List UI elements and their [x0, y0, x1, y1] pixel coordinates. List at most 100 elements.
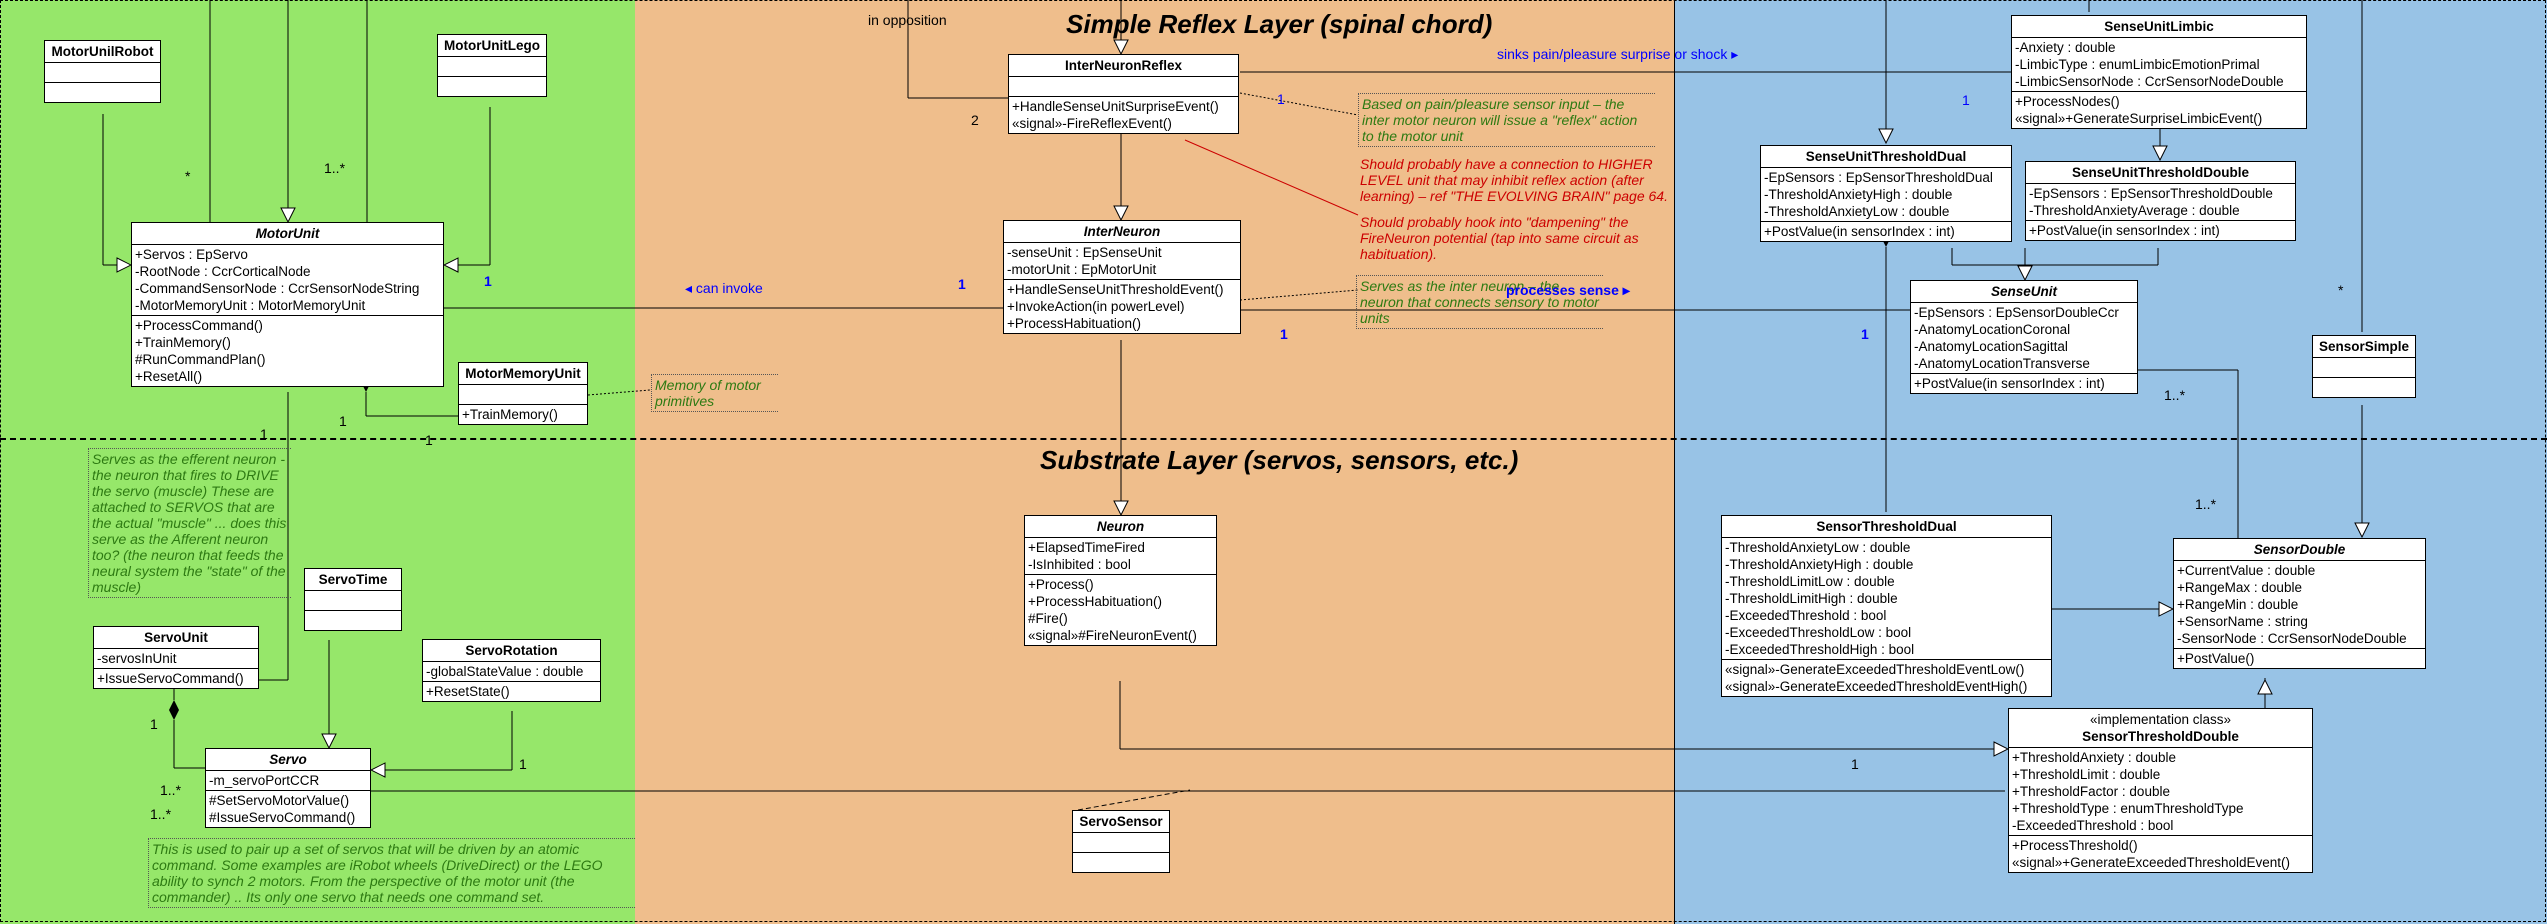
operation: «signal»#FireNeuronEvent()	[1028, 628, 1197, 643]
operation: #IssueServoCommand()	[209, 810, 356, 825]
attr-section	[1009, 77, 1238, 97]
attribute: -Anxiety : double	[2015, 40, 2116, 55]
class-motor-unil-robot[interactable]: MotorUnilRobot	[44, 40, 161, 103]
multiplicity: 1..*	[150, 806, 172, 822]
attr-section: -globalStateValue : double	[423, 662, 600, 682]
multiplicity: 1	[1962, 92, 1970, 108]
attribute: -IsInhibited : bool	[1028, 557, 1131, 572]
substrate-layer-title: Substrate Layer (servos, sensors, etc.)	[1040, 445, 1519, 475]
label-can-invoke: ◂ can invoke	[685, 280, 763, 296]
class-sense-unit-threshold-double[interactable]: SenseUnitThresholdDouble -EpSensors : Ep…	[2025, 161, 2296, 241]
class-sense-unit-threshold-dual[interactable]: SenseUnitThresholdDual -EpSensors : EpSe…	[1760, 145, 2012, 242]
attribute: -EpSensors : EpSensorThresholdDouble	[2029, 186, 2273, 201]
operation: +Process()	[1028, 577, 1094, 592]
class-name: SenseUnitThresholdDual	[1761, 146, 2011, 168]
attribute: -ExceededThreshold : bool	[1725, 608, 1887, 623]
class-name: MotorUnit	[132, 223, 443, 245]
multiplicity: 1..*	[2164, 387, 2186, 403]
attribute: -LimbicSensorNode : CcrSensorNodeDouble	[2015, 74, 2284, 89]
multiplicity: 1	[1277, 91, 1285, 107]
op-section	[2313, 378, 2415, 397]
class-sense-unit[interactable]: SenseUnit -EpSensors : EpSensorDoubleCcr…	[1910, 280, 2138, 394]
attr-section	[305, 591, 401, 611]
op-section: +ProcessNodes() «signal»+GenerateSurpris…	[2012, 92, 2306, 128]
attribute: -CommandSensorNode : CcrSensorNodeString	[135, 281, 420, 296]
op-section: +PostValue(in sensorIndex : int)	[1761, 222, 2011, 241]
multiplicity: 1	[260, 426, 268, 442]
operation: +PostValue(in sensorIndex : int)	[1914, 376, 2105, 391]
operation: +ProcessHabituation()	[1028, 594, 1162, 609]
attr-section	[45, 63, 160, 83]
class-motor-unit-lego[interactable]: MotorUnitLego	[437, 34, 547, 97]
attr-section: -Anxiety : double -LimbicType : enumLimb…	[2012, 38, 2306, 92]
stereotype: «implementation class»	[2089, 712, 2232, 727]
class-name: SensorThresholdDual	[1722, 516, 2051, 538]
attr-section: -servosInUnit	[94, 649, 258, 669]
attribute: -LimbicType : enumLimbicEmotionPrimal	[2015, 57, 2260, 72]
attr-section	[1073, 833, 1169, 853]
note-reflex: Based on pain/pleasure sensor input – th…	[1358, 93, 1655, 147]
class-name: SensorSimple	[2313, 336, 2415, 358]
operation: +ProcessCommand()	[135, 318, 263, 333]
class-inter-neuron[interactable]: InterNeuron -senseUnit : EpSenseUnit -mo…	[1003, 220, 1241, 334]
attribute: -ThresholdAnxietyAverage : double	[2029, 203, 2240, 218]
multiplicity: 1	[150, 716, 158, 732]
class-name: Neuron	[1025, 516, 1216, 538]
op-section: +HandleSenseUnitThresholdEvent() +Invoke…	[1004, 280, 1240, 333]
class-sensor-double[interactable]: SensorDouble +CurrentValue : double +Ran…	[2173, 538, 2426, 669]
class-servo-sensor[interactable]: ServoSensor	[1072, 810, 1170, 873]
note-efferent: Serves as the efferent neuron - the neur…	[88, 448, 291, 598]
class-servo[interactable]: Servo -m_servoPortCCR #SetServoMotorValu…	[205, 748, 371, 828]
class-servo-unit[interactable]: ServoUnit -servosInUnit +IssueServoComma…	[93, 626, 259, 689]
multiplicity: 1	[484, 273, 492, 289]
operation: +TrainMemory()	[462, 407, 558, 422]
class-motor-unit[interactable]: MotorUnit +Servos : EpServo -RootNode : …	[131, 222, 444, 387]
class-name: Servo	[206, 749, 370, 771]
reflex-layer-title: Simple Reflex Layer (spinal chord)	[1066, 9, 1493, 39]
operation: «signal»-FireReflexEvent()	[1012, 116, 1172, 131]
class-name: MotorMemoryUnit	[459, 363, 587, 385]
class-sensor-threshold-double[interactable]: «implementation class» SensorThresholdDo…	[2008, 708, 2313, 873]
operation: «signal»+GenerateExceededThresholdEvent(…	[2012, 855, 2291, 870]
class-sense-unit-limbic[interactable]: SenseUnitLimbic -Anxiety : double -Limbi…	[2011, 15, 2307, 129]
note-higher-level: Should probably have a connection to HIG…	[1360, 156, 1668, 204]
multiplicity: 1..*	[324, 160, 346, 176]
class-sensor-threshold-dual[interactable]: SensorThresholdDual -ThresholdAnxietyLow…	[1721, 515, 2052, 697]
operation: +ProcessNodes()	[2015, 94, 2120, 109]
attr-section: +CurrentValue : double +RangeMax : doubl…	[2174, 561, 2425, 649]
attribute: +ThresholdLimit : double	[2012, 767, 2161, 782]
operation: +ProcessHabituation()	[1007, 316, 1141, 331]
attr-section	[2313, 358, 2415, 378]
attr-section: -m_servoPortCCR	[206, 771, 370, 791]
class-servo-time[interactable]: ServoTime	[304, 568, 402, 631]
class-servo-rotation[interactable]: ServoRotation -globalStateValue : double…	[422, 639, 601, 702]
attr-section	[459, 385, 587, 405]
class-name: ServoRotation	[423, 640, 600, 662]
attribute: -globalStateValue : double	[426, 664, 584, 679]
reflex-zone	[635, 0, 1675, 924]
operation: +PostValue(in sensorIndex : int)	[2029, 223, 2220, 238]
attribute: -AnatomyLocationTransverse	[1914, 356, 2090, 371]
operation: +InvokeAction(in powerLevel)	[1007, 299, 1185, 314]
operation: +PostValue()	[2177, 651, 2255, 666]
class-sensor-simple[interactable]: SensorSimple	[2312, 335, 2416, 398]
attribute: -ThresholdAnxietyHigh : double	[1764, 187, 1953, 202]
note-servounit: This is used to pair up a set of servos …	[148, 838, 635, 908]
attribute: +Servos : EpServo	[135, 247, 248, 262]
class-motor-memory-unit[interactable]: MotorMemoryUnit +TrainMemory()	[458, 362, 588, 425]
attr-section: -EpSensors : EpSensorThresholdDual -Thre…	[1761, 168, 2011, 222]
multiplicity: *	[2338, 282, 2344, 298]
attribute: +ElapsedTimeFired	[1028, 540, 1145, 555]
class-name: ServoSensor	[1073, 811, 1169, 833]
attribute: -ExceededThresholdLow : bool	[1725, 625, 1912, 640]
op-section: +PostValue()	[2174, 649, 2425, 668]
class-name: SenseUnit	[1911, 281, 2137, 303]
attribute: -ThresholdLimitLow : double	[1725, 574, 1895, 589]
class-neuron[interactable]: Neuron +ElapsedTimeFired -IsInhibited : …	[1024, 515, 1217, 646]
class-inter-neuron-reflex[interactable]: InterNeuronReflex +HandleSenseUnitSurpri…	[1008, 54, 1239, 134]
class-name: SenseUnitThresholdDouble	[2026, 162, 2295, 184]
op-section: #SetServoMotorValue() #IssueServoCommand…	[206, 791, 370, 827]
attribute: -AnatomyLocationCoronal	[1914, 322, 2071, 337]
op-section: +Process() +ProcessHabituation() #Fire()…	[1025, 575, 1216, 645]
operation: +ResetState()	[426, 684, 510, 699]
